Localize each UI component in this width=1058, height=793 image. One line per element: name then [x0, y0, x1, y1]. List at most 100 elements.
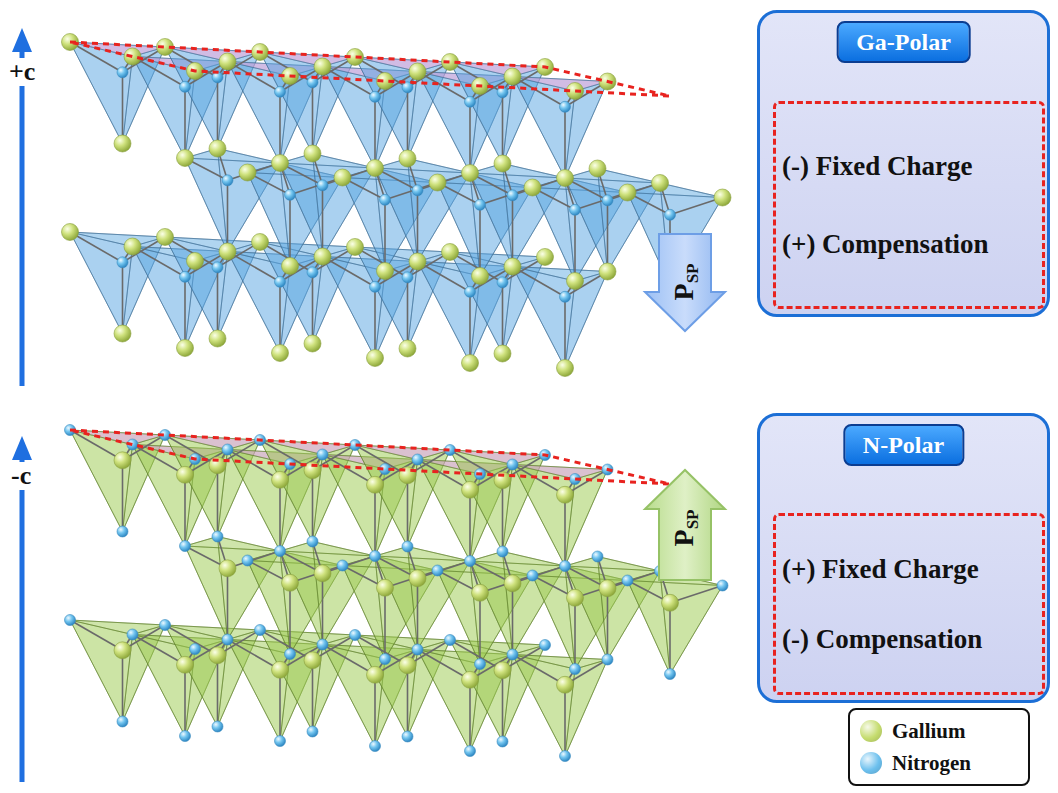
nitrogen-atom — [180, 81, 191, 92]
charge-text: (+) Fixed Charge — [782, 553, 979, 585]
tetrahedron-face — [165, 625, 228, 727]
bond — [513, 267, 566, 297]
nitrogen-atom — [570, 664, 581, 675]
bond — [513, 655, 566, 685]
polarization-symbol: P — [668, 529, 699, 546]
tetrahedron-face — [260, 440, 323, 542]
tetrahedron-base — [70, 620, 165, 635]
gallium-atom — [619, 184, 636, 201]
gallium-atom — [524, 179, 541, 196]
gallium-atom — [589, 160, 606, 177]
nitrogen-atom — [370, 741, 381, 752]
nitrogen-atom — [307, 536, 318, 547]
gallium-atom — [399, 657, 416, 674]
bond — [122, 460, 124, 531]
tetrahedron-face — [165, 237, 228, 339]
c-axis-line — [20, 48, 25, 386]
nitrogen-atom — [497, 277, 508, 288]
bond — [574, 598, 576, 669]
nitrogen-atom — [465, 286, 476, 297]
bond — [323, 645, 376, 675]
tetrahedron-base — [280, 154, 375, 169]
nitrogen-atom — [592, 551, 603, 562]
bond — [289, 583, 291, 654]
gallium-atom — [272, 345, 289, 362]
bond — [407, 277, 409, 348]
nitrogen-atom — [465, 96, 476, 107]
nitrogen-atom — [380, 194, 391, 205]
bond — [479, 593, 481, 664]
bond — [564, 685, 566, 756]
nitrogen-atom — [717, 580, 728, 591]
nitrogen-atom — [275, 546, 286, 557]
gallium-atom — [409, 63, 426, 80]
nitrogen-atom — [622, 575, 633, 586]
gallium-atom — [599, 263, 616, 280]
nitrogen-atom — [307, 267, 318, 278]
gallium-atom — [377, 579, 394, 596]
charge-text: (-) Fixed Charge — [782, 150, 972, 182]
nitrogen-atom — [475, 199, 486, 210]
bond — [133, 445, 186, 475]
tetrahedron-base — [470, 552, 565, 567]
bond — [469, 292, 471, 363]
legend-row: Gallium — [860, 715, 1018, 747]
nitrogen-atom — [560, 101, 571, 112]
nitrogen-atom — [350, 630, 361, 641]
gallium-atom — [557, 360, 574, 377]
gallium-atom — [272, 155, 289, 172]
gallium-atom — [399, 340, 416, 357]
bond — [312, 470, 314, 541]
gallium-atom — [557, 486, 574, 503]
tetrahedron-base — [565, 557, 660, 572]
gallium-atom — [494, 662, 511, 679]
legend-swatch — [860, 720, 882, 742]
nitrogen-atom — [212, 531, 223, 542]
nitrogen-atom — [65, 615, 76, 626]
polarization-arrow — [645, 470, 725, 580]
tetrahedron-base — [260, 52, 355, 67]
bond — [184, 665, 186, 736]
bond — [184, 475, 186, 546]
gallium-atom — [504, 68, 521, 85]
gallium-atom — [367, 666, 384, 683]
gallium-atom — [462, 355, 479, 372]
gallium-atom — [177, 466, 194, 483]
tetrahedron-face — [565, 272, 608, 369]
panel-heading: Ga-Polar — [836, 21, 971, 63]
bond — [122, 72, 124, 143]
bond — [502, 92, 504, 163]
charge-text: (-) Compensation — [782, 623, 982, 655]
gallium-atom — [367, 160, 384, 177]
nitrogen-atom — [370, 551, 381, 562]
legend-row: Nitrogen — [860, 747, 1018, 779]
c-axis-line — [20, 456, 25, 782]
bond — [512, 195, 514, 266]
gallium-atom — [557, 170, 574, 187]
nitrogen-atom — [190, 644, 201, 655]
tetrahedron-base — [185, 149, 280, 164]
nitrogen-atom — [317, 449, 328, 460]
polarization-subscript: SP — [683, 264, 702, 284]
nitrogen-atom — [497, 546, 508, 557]
bond — [279, 92, 281, 163]
nitrogen-atom — [117, 257, 128, 268]
gallium-atom — [304, 335, 321, 352]
legend-text: Gallium — [892, 719, 966, 744]
bond — [418, 262, 471, 292]
bond — [228, 252, 281, 282]
bond — [384, 200, 386, 271]
tetrahedron-base — [260, 630, 355, 645]
nitrogen-atom — [212, 721, 223, 732]
tetrahedron-face — [260, 52, 323, 154]
nitrogen-atom — [540, 640, 551, 651]
legend-swatch — [860, 752, 882, 774]
tetrahedron-base — [165, 237, 260, 252]
nitrogen-atom — [527, 570, 538, 581]
bond — [217, 655, 219, 726]
nitrogen-atom — [285, 189, 296, 200]
tetrahedron-face — [165, 47, 228, 149]
bond — [165, 625, 218, 655]
top-surface-outline — [70, 430, 670, 484]
